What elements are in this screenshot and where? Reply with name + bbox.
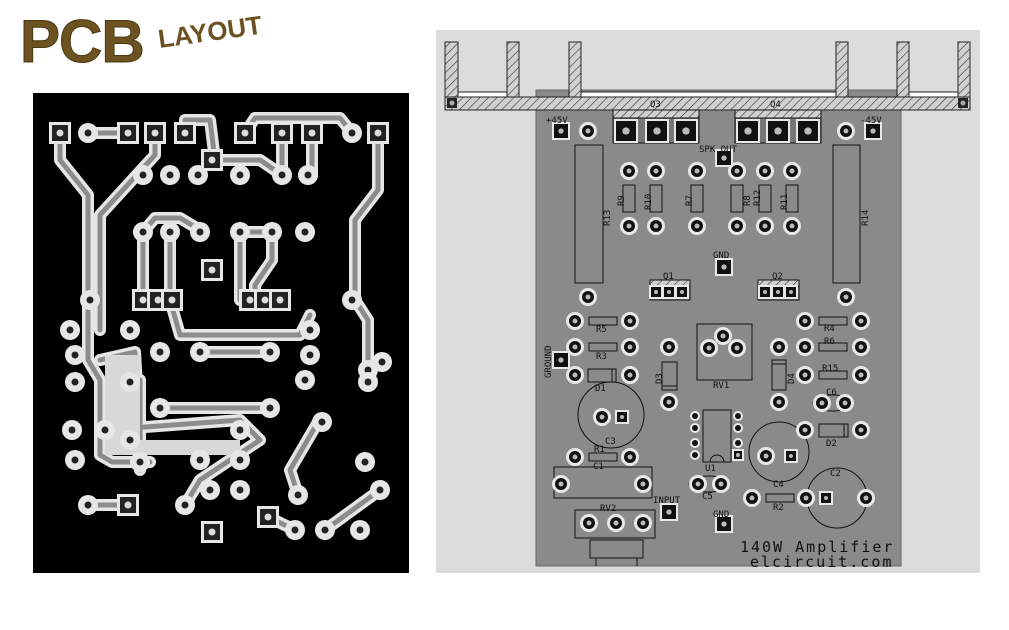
label-r11: R11 (780, 194, 790, 210)
label-d2: D2 (826, 439, 837, 449)
label-c2: C2 (830, 469, 841, 479)
label-r10: R10 (644, 194, 654, 210)
label-c1: C1 (593, 462, 604, 472)
label-gnd-top: GND (713, 251, 729, 261)
component-labels: +45V -45V SPK OUT GND GND INPUT GROUND Q… (544, 100, 894, 571)
label-r6: R6 (824, 337, 835, 347)
resistor-body (690, 184, 704, 213)
resistor-body (588, 342, 618, 352)
label-input: INPUT (653, 496, 681, 506)
copper-trace (322, 487, 383, 533)
label-r5: R5 (596, 325, 607, 335)
logo-main-text: PCB (20, 8, 146, 75)
resistor-body (588, 316, 618, 326)
resistor-body (785, 184, 799, 213)
label-r9: R9 (617, 195, 627, 206)
copper-trace (97, 132, 158, 333)
label-c4: C4 (773, 480, 784, 490)
resistor-body (622, 184, 636, 213)
label-r12: R12 (753, 190, 763, 206)
label-q4: Q4 (770, 100, 781, 110)
label-rv1: RV1 (713, 381, 729, 391)
label-d3: D3 (655, 373, 665, 384)
label-u1: U1 (705, 464, 716, 474)
label-d1: D1 (595, 384, 606, 394)
label-c5: C5 (702, 492, 713, 502)
label-c6: C6 (826, 388, 837, 398)
copper-trace (102, 417, 263, 508)
label-r13: R13 (603, 210, 613, 226)
resistor-body (758, 184, 772, 213)
board-title: 140W Amplifier (740, 538, 894, 556)
label-ground: GROUND (544, 345, 554, 378)
resistor-body (765, 493, 795, 503)
label-plus-45v: +45V (546, 116, 568, 126)
resistor-body (730, 184, 744, 213)
label-q2: Q2 (772, 272, 783, 282)
copper-pads (49, 122, 392, 543)
copper-trace (352, 130, 381, 373)
board-website: elcircuit.com (750, 553, 893, 571)
label-r7: R7 (685, 195, 695, 206)
label-r8: R8 (743, 195, 753, 206)
label-minus-45v: -45V (860, 116, 882, 126)
label-r2: R2 (773, 503, 784, 513)
label-q1: Q1 (663, 272, 674, 282)
label-r4: R4 (824, 324, 835, 334)
label-r1: R1 (594, 445, 605, 455)
resistor-body (649, 184, 663, 213)
label-rv2: RV2 (600, 504, 616, 514)
resistor-body (588, 452, 618, 462)
heatsink (444, 41, 971, 111)
label-d4: D4 (787, 373, 797, 384)
label-c3: C3 (605, 437, 616, 447)
label-spk-out: SPK OUT (699, 145, 738, 155)
label-r14: R14 (861, 210, 871, 226)
label-r3: R3 (596, 352, 607, 362)
label-r15: R15 (822, 364, 838, 374)
resistor-body (818, 370, 848, 380)
label-gnd-bottom: GND (713, 510, 729, 520)
copper-trace (57, 130, 153, 465)
component-pads (552, 119, 882, 533)
resistor-body (818, 342, 848, 352)
resistor-body (818, 316, 848, 326)
label-q3: Q3 (650, 100, 661, 110)
